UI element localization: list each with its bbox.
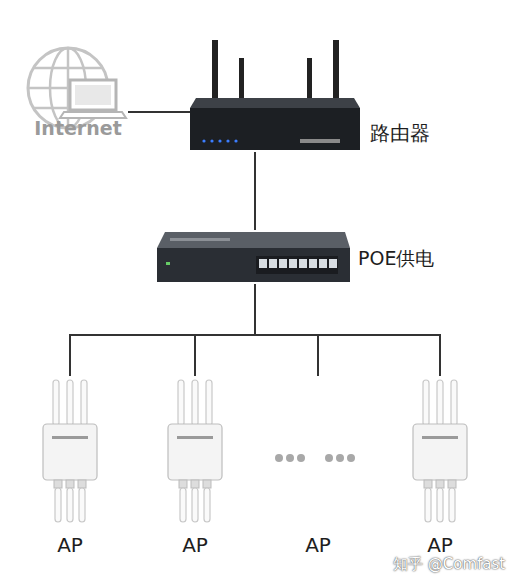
node-label: AP: [278, 534, 358, 557]
node-label: 路由器: [370, 122, 450, 145]
router-device: [190, 40, 360, 150]
poe-switch-node: POE供电: [157, 230, 350, 284]
dot: [286, 454, 294, 462]
internet-icon: [28, 48, 126, 128]
status-led: [226, 139, 229, 142]
router-top: [190, 98, 360, 108]
switch-front: [157, 248, 350, 282]
port-block: [256, 256, 338, 274]
antenna: [307, 58, 312, 102]
status-led: [218, 139, 221, 142]
access-point-node: AP: [288, 376, 348, 524]
router-node: 路由器: [190, 38, 360, 152]
node-label: AP: [30, 534, 110, 557]
ellipsis-dots: [275, 454, 355, 462]
dot: [275, 454, 283, 462]
status-led: [166, 262, 170, 265]
ethernet-port: [299, 259, 307, 268]
access-point-device: [43, 380, 97, 522]
switch-top: [157, 232, 350, 248]
status-led: [210, 139, 213, 142]
brand-mark: [300, 139, 340, 143]
ethernet-port: [309, 259, 317, 268]
ethernet-port: [289, 259, 297, 268]
dot: [325, 454, 333, 462]
access-point-node: AP: [410, 376, 470, 524]
antenna: [212, 40, 218, 102]
antenna: [333, 40, 339, 102]
brand-mark: [170, 238, 230, 241]
ethernet-port: [269, 259, 277, 268]
ethernet-port: [329, 259, 337, 268]
dot: [336, 454, 344, 462]
access-point-device: [413, 380, 467, 522]
ethernet-port: [279, 259, 287, 268]
ethernet-port: [259, 259, 267, 268]
status-led: [202, 139, 205, 142]
network-cable: [195, 284, 255, 376]
router-front: [190, 108, 360, 150]
access-point-node: AP: [40, 376, 100, 524]
poe-switch-device: [157, 232, 350, 282]
laptop-screen: [70, 80, 116, 110]
network-cable: [255, 284, 440, 376]
network-cable: [128, 111, 190, 113]
antenna: [239, 58, 244, 102]
network-cable: [254, 152, 256, 230]
ethernet-port: [319, 259, 327, 268]
network-cable: [255, 284, 318, 376]
network-cable: [70, 284, 255, 376]
node-label: AP: [400, 534, 480, 557]
laptop-display: [75, 85, 111, 105]
dot: [297, 454, 305, 462]
globe-parallel: [34, 67, 102, 70]
node-label: Internet: [28, 118, 128, 140]
status-led: [234, 139, 237, 142]
dot: [347, 454, 355, 462]
internet-node: Internet: [28, 48, 128, 140]
node-label: AP: [155, 534, 235, 557]
access-point-device: [168, 380, 222, 522]
watermark: 知乎 @Comfast: [393, 555, 505, 574]
access-point-node: AP: [165, 376, 225, 524]
node-label: POE供电: [358, 248, 468, 270]
